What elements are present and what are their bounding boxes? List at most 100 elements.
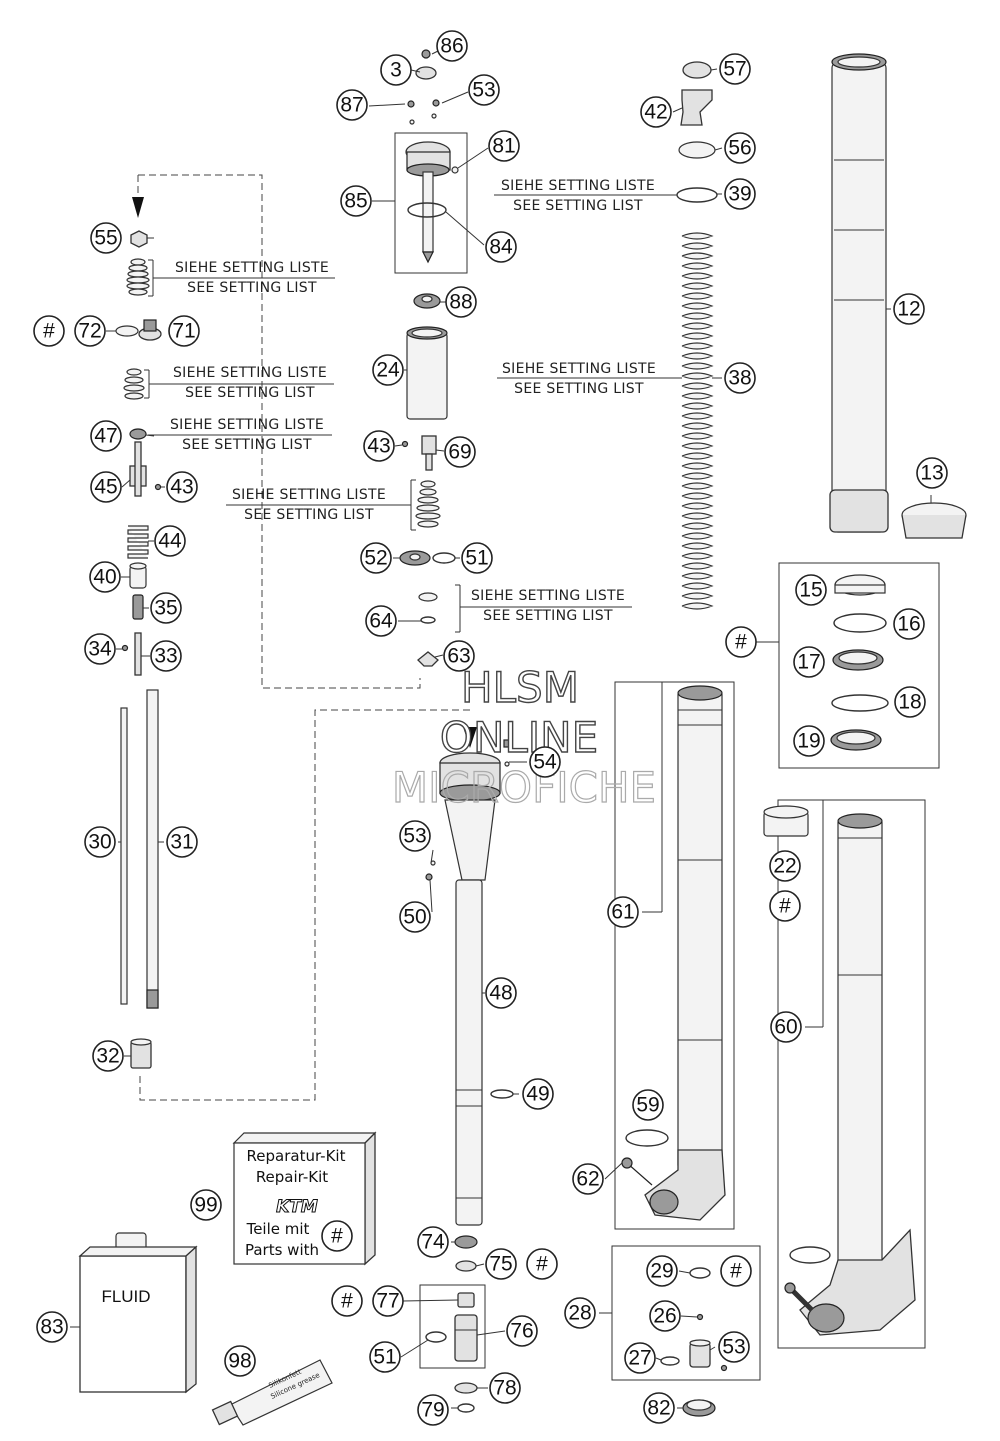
seal-part (454, 1235, 478, 1249)
callout-57: 57 (719, 53, 751, 85)
screw-part (407, 99, 440, 125)
svg-text:85: 85 (344, 190, 367, 213)
callout-79: 79 (417, 1394, 449, 1426)
washer-part (115, 325, 139, 337)
svg-text:27: 27 (628, 1347, 651, 1370)
setting-list-label: SIEHE SETTING LISTE SEE SETTING LIST (144, 365, 334, 401)
svg-text:77: 77 (376, 1290, 399, 1313)
svg-text:51: 51 (465, 547, 488, 570)
callout-81: 81 (488, 130, 520, 162)
callout-hash: # (331, 1285, 363, 1317)
svg-text:33: 33 (154, 645, 177, 668)
ball-part (696, 1313, 704, 1321)
callout-hash: # (33, 315, 65, 347)
svg-text:35: 35 (154, 597, 177, 620)
callout-30: 30 (84, 826, 116, 858)
svg-text:99: 99 (194, 1194, 217, 1217)
setting-label-en: SEE SETTING LIST (483, 608, 613, 624)
svg-text:26: 26 (653, 1305, 676, 1328)
repair-kit-parts-en: Parts with (245, 1241, 319, 1259)
setting-list-label: SIEHE SETTING LISTE SEE SETTING LIST (455, 584, 632, 633)
inner-tube-part (644, 685, 726, 1221)
callout-12: 12 (893, 293, 925, 325)
callout-29: 29 (646, 1255, 678, 1287)
screw-part (421, 49, 431, 59)
svg-text:50: 50 (403, 906, 426, 929)
clamp-bolt-part (621, 1157, 653, 1186)
watermark: HLSM ONLINE MICROFICHE (391, 662, 656, 812)
bushing-kit-box (778, 562, 940, 769)
svg-text:#: # (331, 1225, 343, 1248)
setting-label-de: SIEHE SETTING LISTE (173, 365, 327, 381)
setting-label-en: SEE SETTING LIST (187, 280, 317, 296)
o-ring-part (490, 1089, 514, 1099)
setting-list-label: SIEHE SETTING LISTE SEE SETTING LIST (494, 178, 677, 214)
svg-text:44: 44 (158, 530, 182, 553)
svg-text:38: 38 (728, 367, 751, 390)
callout-34: 34 (84, 633, 116, 665)
callout-44: 44 (154, 525, 186, 557)
nut-part (129, 428, 147, 440)
callout-99: 99 (190, 1189, 222, 1221)
svg-text:63: 63 (447, 645, 470, 668)
svg-text:59: 59 (636, 1094, 659, 1117)
callout-54: 54 (529, 746, 561, 778)
callout-71: 71 (168, 315, 200, 347)
svg-text:98: 98 (228, 1350, 251, 1373)
svg-text:55: 55 (94, 227, 117, 250)
seal-part (832, 649, 884, 671)
setting-label-en: SEE SETTING LIST (185, 385, 315, 401)
callout-52: 52 (360, 542, 392, 574)
setting-list-label: SIEHE SETTING LISTE SEE SETTING LIST (148, 259, 335, 297)
shim-stack-part (126, 258, 150, 296)
arrow-down-icon (463, 727, 477, 748)
svg-text:18: 18 (898, 691, 921, 714)
bushing-part (834, 574, 886, 596)
svg-text:57: 57 (723, 58, 746, 81)
callout-24: 24 (372, 354, 404, 386)
svg-text:74: 74 (421, 1231, 445, 1254)
svg-text:22: 22 (773, 855, 796, 878)
callout-35: 35 (150, 592, 182, 624)
svg-text:76: 76 (510, 1320, 533, 1343)
svg-text:64: 64 (369, 610, 393, 633)
svg-text:17: 17 (797, 651, 820, 674)
repair-kit-label-de: Reparatur-Kit (247, 1147, 346, 1165)
svg-text:34: 34 (88, 638, 112, 661)
svg-text:78: 78 (493, 1377, 516, 1400)
repair-kit-label-en: Repair-Kit (256, 1168, 328, 1186)
callout-32: 32 (92, 1040, 124, 1072)
setting-label-en: SEE SETTING LIST (244, 507, 374, 523)
valve-cap-part (457, 1292, 475, 1308)
protector-ring-part (901, 502, 967, 539)
svg-text:#: # (536, 1253, 548, 1276)
svg-text:87: 87 (340, 94, 363, 117)
callout-hash: # (321, 1220, 353, 1252)
nut-part (417, 651, 439, 667)
callout-63: 63 (443, 640, 475, 672)
callout-88: 88 (445, 286, 477, 318)
svg-text:48: 48 (489, 982, 512, 1005)
o-ring-part (451, 166, 459, 174)
callout-39: 39 (724, 178, 756, 210)
callout-38: 38 (724, 362, 756, 394)
callout-48: 48 (485, 977, 517, 1009)
cartridge-body-part (439, 752, 501, 1226)
callout-40: 40 (89, 561, 121, 593)
callout-86: 86 (436, 30, 468, 62)
outer-tube-part (829, 53, 889, 533)
piston-part (399, 550, 431, 566)
shim-stack-part (415, 480, 441, 528)
callout-55: 55 (90, 222, 122, 254)
rod-nut-part (130, 1038, 152, 1069)
o-ring-part (625, 1129, 669, 1147)
callout-60: 60 (770, 1011, 802, 1043)
ball-part (401, 440, 409, 448)
callout-16: 16 (893, 608, 925, 640)
svg-text:53: 53 (403, 825, 426, 848)
seal-part (830, 729, 882, 751)
setting-label-en: SEE SETTING LIST (182, 437, 312, 453)
svg-text:61: 61 (611, 901, 634, 924)
setting-list-label: SIEHE SETTING LISTE SEE SETTING LIST (226, 479, 416, 531)
